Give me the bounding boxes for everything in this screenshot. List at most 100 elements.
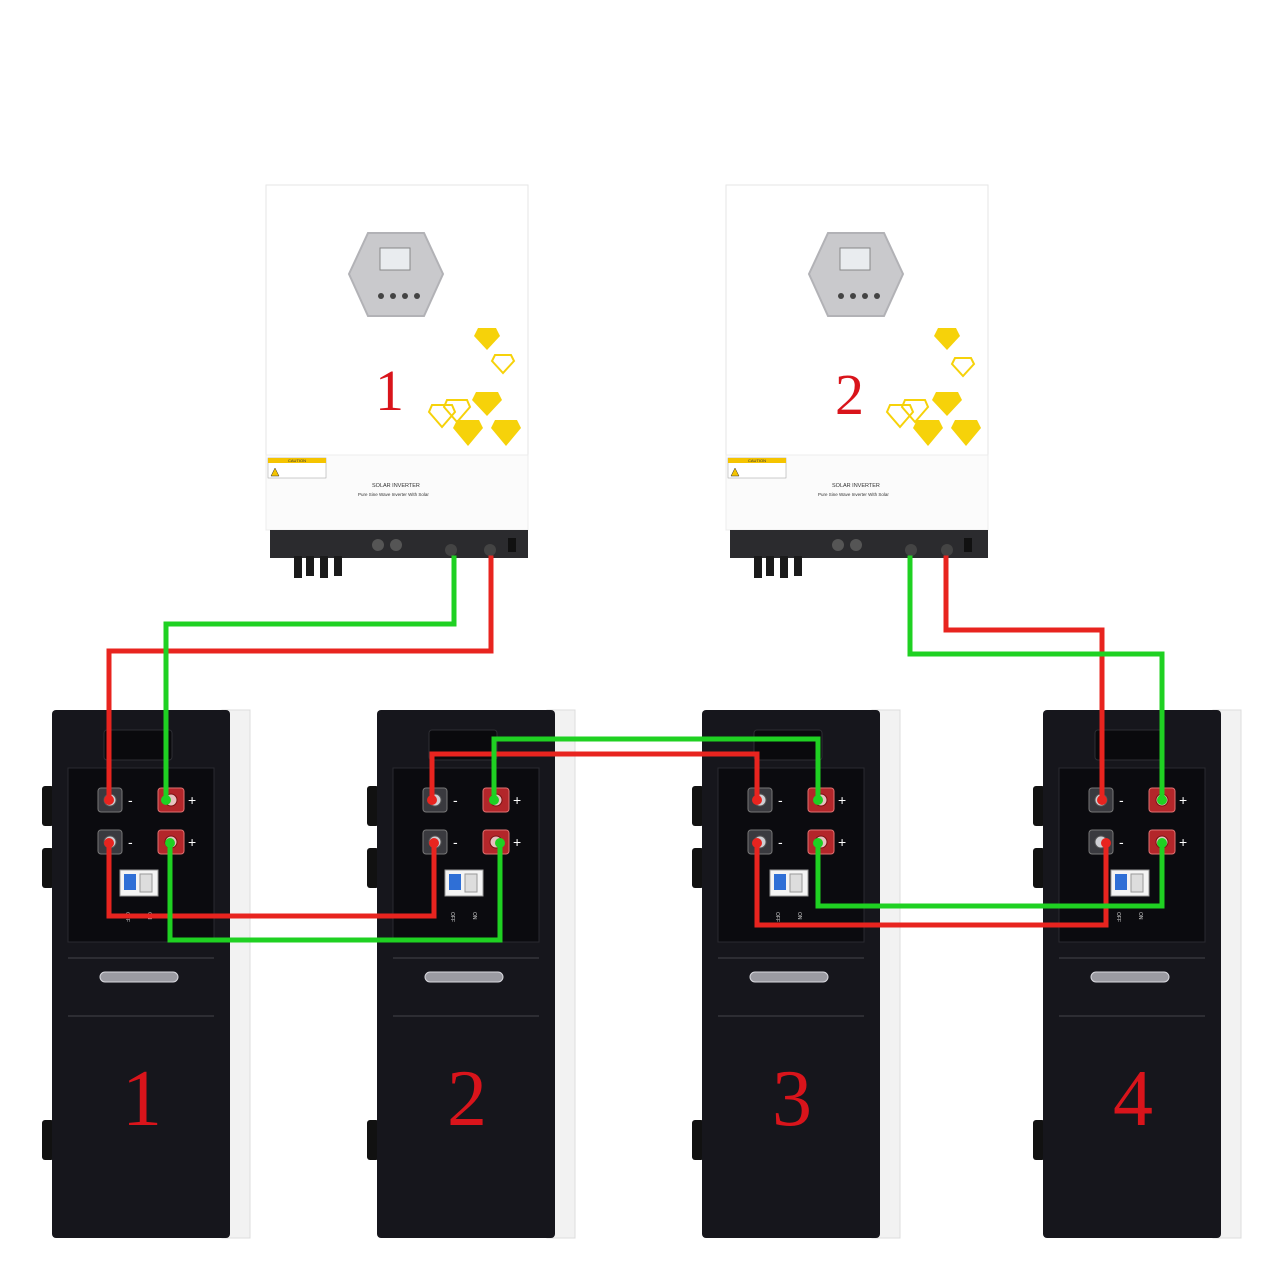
product-title: SOLAR INVERTER (832, 483, 880, 489)
mount-tab (692, 786, 704, 826)
minus-sign: - (128, 834, 133, 850)
positive-cable-battery3-battery4 (815, 840, 1165, 909)
diamond-decoration-icon (885, 328, 981, 446)
cable-contact-point (752, 838, 762, 848)
mount-tab (42, 1120, 54, 1160)
handle-icon (749, 971, 829, 983)
negative-cable-inverter2-battery4 (943, 555, 1105, 803)
inverter-lcd-icon (807, 232, 905, 317)
negative-cable-battery3-battery4 (754, 840, 1109, 928)
cable-contact-point (165, 838, 175, 848)
top-handle-slot (1094, 729, 1164, 761)
circuit-breaker-icon (769, 869, 809, 897)
breaker-off-label: OFF (774, 912, 780, 922)
minus-sign: - (778, 792, 783, 808)
positive-cable-battery1-battery2 (167, 840, 503, 943)
cable-contact-point (813, 795, 823, 805)
handle-icon (424, 971, 504, 983)
cable-contact-point (1157, 795, 1167, 805)
minus-sign: - (778, 834, 783, 850)
minus-sign: - (453, 792, 458, 808)
cable-contact-point (1101, 838, 1111, 848)
plus-sign: + (838, 792, 846, 808)
mount-tab (692, 848, 704, 888)
negative-cable-battery2-battery3 (429, 751, 760, 803)
mount-tab (1033, 848, 1045, 888)
cable-contact-point (813, 838, 823, 848)
plus-sign: + (838, 834, 846, 850)
terminal-panel (717, 767, 865, 943)
mount-tab (1033, 786, 1045, 826)
cable-contact-point (104, 795, 114, 805)
terminal-panel (1058, 767, 1206, 943)
top-handle-slot (103, 729, 173, 761)
terminal-panel (67, 767, 215, 943)
mount-tab (42, 848, 54, 888)
battery-3: - + - + OFF ON 3 (692, 709, 901, 1239)
cable-contact-point (1097, 795, 1107, 805)
inverter-lcd-icon (347, 232, 445, 317)
handle-icon (1090, 971, 1170, 983)
minus-sign: - (453, 834, 458, 850)
handle-icon (99, 971, 179, 983)
plus-sign: + (188, 792, 196, 808)
cable-contact-point (427, 795, 437, 805)
cable-contact-point (489, 795, 499, 805)
plus-sign: + (1179, 834, 1187, 850)
breaker-on-label: ON (796, 912, 802, 920)
terminal-panel (392, 767, 540, 943)
battery-number: 1 (122, 1055, 162, 1143)
breaker-off-label: OFF (1115, 912, 1121, 922)
plus-sign: + (188, 834, 196, 850)
minus-sign: - (1119, 792, 1124, 808)
plus-sign: + (1179, 792, 1187, 808)
circuit-breaker-icon (444, 869, 484, 897)
mount-tab (367, 1120, 379, 1160)
battery-number: 4 (1113, 1055, 1153, 1143)
breaker-on-label: ON (1137, 912, 1143, 920)
circuit-breaker-icon (119, 869, 159, 897)
caution-label-icon: CAUTION (727, 457, 787, 479)
mount-tab (692, 1120, 704, 1160)
battery-4: - + - + OFF ON 4 (1033, 709, 1242, 1239)
product-subtitle: Pure Sine Wave Inverter With Solar (818, 492, 889, 497)
negative-cable-inverter1-battery1 (106, 555, 494, 803)
top-handle-slot (753, 729, 823, 761)
plus-sign: + (513, 834, 521, 850)
battery-2: - + - + OFF ON 2 (367, 709, 576, 1239)
inverter-number: 1 (375, 358, 404, 423)
plus-sign: + (513, 792, 521, 808)
mount-tab (367, 786, 379, 826)
cable-contact-point (495, 838, 505, 848)
inverter-2: 2 CAUTION SOLAR INVERTER Pure Sine Wave … (725, 184, 989, 578)
caution-text: CAUTION (288, 458, 306, 463)
battery-number: 2 (447, 1055, 487, 1143)
mount-tab (42, 786, 54, 826)
breaker-on-label: ON (471, 912, 477, 920)
negative-cable-battery1-battery2 (106, 840, 437, 919)
minus-sign: - (128, 792, 133, 808)
positive-cable-inverter1-battery1 (163, 555, 457, 803)
minus-sign: - (1119, 834, 1124, 850)
positive-cable-inverter2-battery4 (907, 555, 1165, 803)
positive-cable-battery2-battery3 (491, 736, 821, 803)
cable-contact-point (752, 795, 762, 805)
mount-tab (367, 848, 379, 888)
circuit-breaker-icon (1110, 869, 1150, 897)
cable-contact-point (104, 838, 114, 848)
product-subtitle: Pure Sine Wave Inverter With Solar (358, 492, 429, 497)
inverter-number: 2 (835, 362, 864, 427)
caution-text: CAUTION (748, 458, 766, 463)
breaker-off-label: OFF (449, 912, 455, 922)
product-title: SOLAR INVERTER (372, 483, 420, 489)
wiring (106, 555, 1165, 943)
mount-tab (1033, 1120, 1045, 1160)
caution-label-icon: CAUTION (267, 457, 327, 479)
cable-contact-point (1157, 838, 1167, 848)
cable-contact-point (429, 838, 439, 848)
inverter-1: 1 CAUTION SOLAR INVERTER Pure Sine Wave … (265, 184, 529, 578)
battery-number: 3 (772, 1055, 812, 1143)
